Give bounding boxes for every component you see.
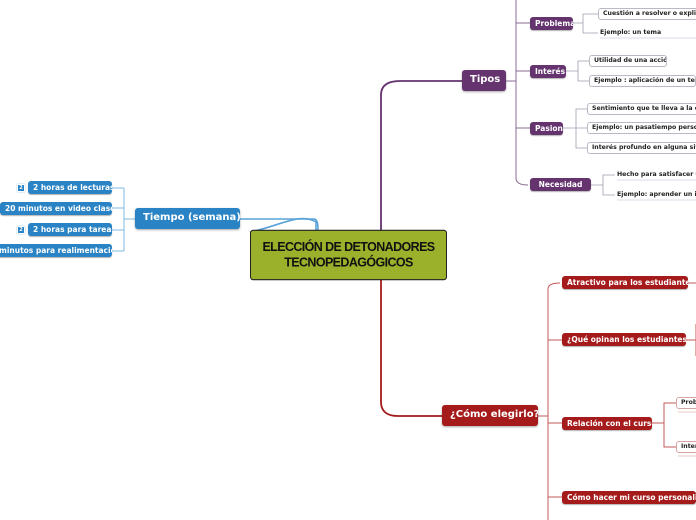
subtopic-realimentacion[interactable]: minutos para realimentación [0, 244, 112, 257]
note-badge-icon[interactable]: 2 [17, 184, 25, 192]
subtopic-relacion-curso[interactable]: Relación con el curso [562, 417, 652, 430]
leaf-interes-utilidad[interactable]: Utilidad de una acción [589, 55, 667, 67]
leaf-relacion-problema[interactable]: Problema [676, 397, 696, 409]
leaf-interes-ejemplo[interactable]: Ejemplo : aplicación de un tema [589, 75, 696, 87]
topic-tipos[interactable]: Tipos [462, 70, 506, 91]
central-title-line2: TECNOPEDAGÓGICOS [284, 255, 413, 270]
central-topic[interactable]: ELECCIÓN DE DETONADORES TECNOPEDAGÓGICOS [250, 229, 447, 281]
leaf-pasion-ejemplo[interactable]: Ejemplo: un pasatiempo personal [587, 122, 696, 134]
subtopic-que-opinan[interactable]: ¿Qué opinan los estudiantes? [562, 333, 686, 346]
leaf-pasion-sentimiento[interactable]: Sentimiento que te lleva a la creativida… [587, 103, 696, 115]
subtopic-problema[interactable]: Problema [530, 17, 573, 30]
subtopic-video-clase[interactable]: 20 minutos en video clase [0, 202, 112, 215]
subtopic-necesidad[interactable]: Necesidad [530, 178, 591, 191]
subtopic-atractivo[interactable]: Atractivo para los estudiantes [562, 276, 688, 289]
subtopic-personalizado[interactable]: Cómo hacer mi curso personalizado [562, 491, 696, 504]
leaf-problema-ejemplo[interactable]: Ejemplo: un tema [600, 29, 662, 36]
leaf-relacion-interes[interactable]: Interés [676, 441, 696, 453]
subtopic-interes[interactable]: Interés [530, 65, 566, 78]
subtopic-tareas[interactable]: 2 horas para tareas [28, 223, 112, 236]
subtopic-pasion[interactable]: Pasion [530, 122, 563, 135]
subtopic-lecturas[interactable]: 2 horas de lecturas [28, 181, 112, 194]
note-badge-icon[interactable]: 2 [17, 226, 25, 234]
topic-tiempo[interactable]: Tiempo (semana) [135, 208, 240, 229]
leaf-pasion-interes[interactable]: Interés profundo en alguna situación [587, 142, 696, 154]
leaf-problema-cuestion[interactable]: Cuestión a resolver o explicar [598, 8, 696, 20]
topic-como-elegirlo[interactable]: ¿Cómo elegirlo? [442, 405, 538, 426]
central-title-line1: ELECCIÓN DE DETONADORES [262, 239, 435, 254]
leaf-necesidad-hecho[interactable]: Hecho para satisfacer una carencia [617, 171, 696, 178]
leaf-necesidad-ejemplo[interactable]: Ejemplo: aprender un idioma [617, 191, 696, 198]
